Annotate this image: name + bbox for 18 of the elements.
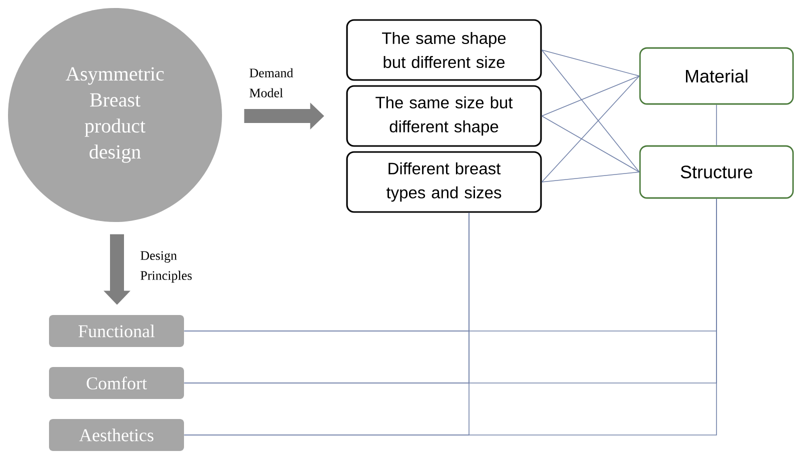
principle-box: Aesthetics xyxy=(49,419,184,451)
requirement-box: The same shape but different size xyxy=(346,19,542,81)
connector-line xyxy=(541,116,640,172)
element-box: Structure xyxy=(639,145,794,199)
connector-line xyxy=(716,104,717,146)
connector-line xyxy=(541,50,640,76)
edge-label: Demand Model xyxy=(250,68,294,98)
connector-line xyxy=(541,50,640,172)
connector-line xyxy=(541,76,640,116)
principle-box: Functional xyxy=(49,315,184,347)
requirement-box: The same size but different shape xyxy=(346,85,542,147)
connector-line xyxy=(184,198,717,436)
connector-line xyxy=(541,76,640,182)
principle-box: Comfort xyxy=(49,367,184,399)
edge-label: Design Principles xyxy=(140,251,192,283)
requirement-box: Different breast types and sizes xyxy=(346,151,542,213)
connector-line xyxy=(541,172,640,182)
element-box: Material xyxy=(639,47,794,105)
